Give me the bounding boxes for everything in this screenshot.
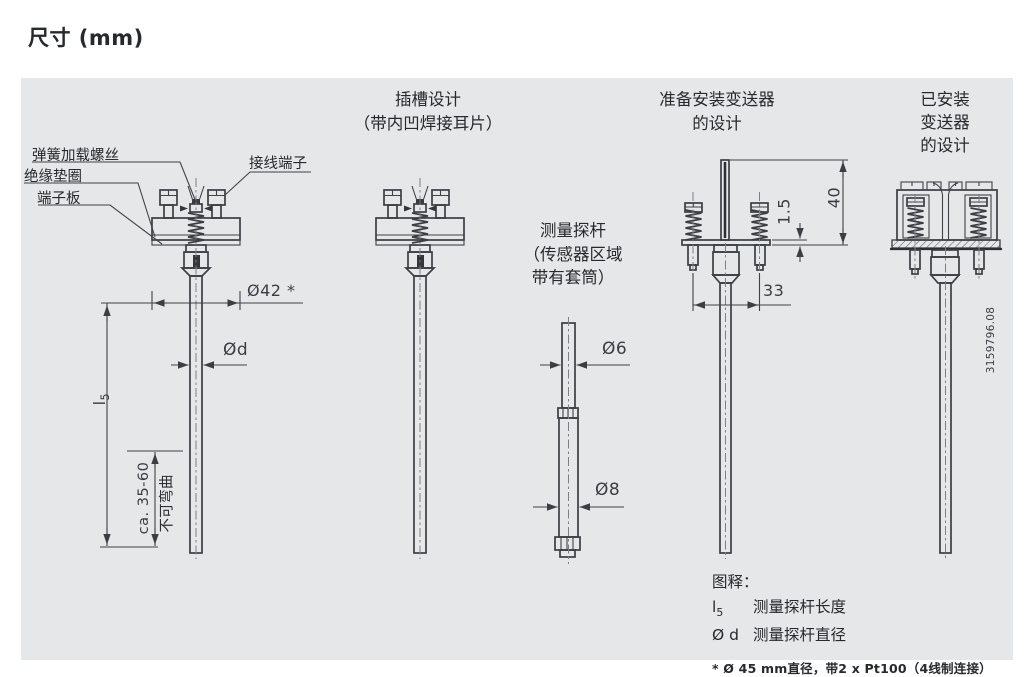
probe-insert-drawing — [533, 317, 630, 564]
legend-item-probe-length: l5 测量探杆长度 — [712, 596, 992, 624]
probe-transmitter-drawing — [890, 181, 1002, 559]
dim-head-diameter: Ø42 * — [247, 281, 296, 300]
dim-wire-length: 40 — [824, 186, 844, 209]
label-no-bend: 不可弯曲 — [159, 474, 176, 533]
dim-probe-length: l5 — [89, 392, 113, 406]
probe-slot-drawing — [376, 178, 464, 559]
probe-insert-title: 测量探杆 （传感器区域 带有套筒） — [523, 221, 623, 287]
dim-screw-spacing: 33 — [763, 281, 785, 300]
legend-item-probe-diameter: Ø d 测量探杆直径 — [712, 624, 992, 652]
probe-basic-drawing — [24, 161, 311, 559]
label-insulation-washer: 绝缘垫圈 — [24, 169, 82, 185]
legend-text: 测量探杆长度 — [753, 598, 847, 616]
page-title: 尺寸 (mm) — [28, 26, 144, 50]
figure-code: 3159796.08 — [985, 306, 997, 374]
probe-prepared-drawing — [681, 159, 848, 559]
legend-symbol: Ø d — [712, 626, 739, 645]
legend-text: 测量探杆直径 — [753, 626, 847, 645]
legend-heading: 图释： — [712, 573, 759, 591]
legend-symbol: l5 — [712, 598, 724, 620]
dim-tip-diameter: Ø6 — [602, 339, 628, 359]
probe-transmitter-title: 已安装 变送器 的设计 — [920, 90, 970, 155]
probe-slot-title: 插槽设计 （带内凹焊接耳片） — [353, 90, 503, 133]
dim-plate-thickness: 1.5 — [774, 198, 794, 225]
dim-probe-diameter: Ød — [223, 340, 249, 360]
dim-bend-zone: ca. 35-60 — [136, 461, 152, 535]
diagram-panel: 弹簧加载螺丝 绝缘垫圈 端子板 接线端子 Ø42 * Ød l5 ca. 35-… — [21, 78, 1013, 676]
legend-footnote: * Ø 45 mm直径，带2 x Pt100（4线制连接） — [712, 661, 992, 677]
legend: 图释： l5 测量探杆长度 Ø d 测量探杆直径 * Ø 45 mm直径，带2 … — [712, 570, 992, 677]
technical-drawing — [24, 159, 1002, 564]
label-wire-terminal: 接线端子 — [249, 156, 307, 172]
label-spring-loaded-screw: 弹簧加载螺丝 — [32, 148, 119, 164]
dim-body-diameter: Ø8 — [595, 480, 621, 500]
probe-prepared-title: 准备安装变送器 的设计 — [659, 90, 775, 133]
label-terminal-board: 端子板 — [37, 191, 81, 207]
